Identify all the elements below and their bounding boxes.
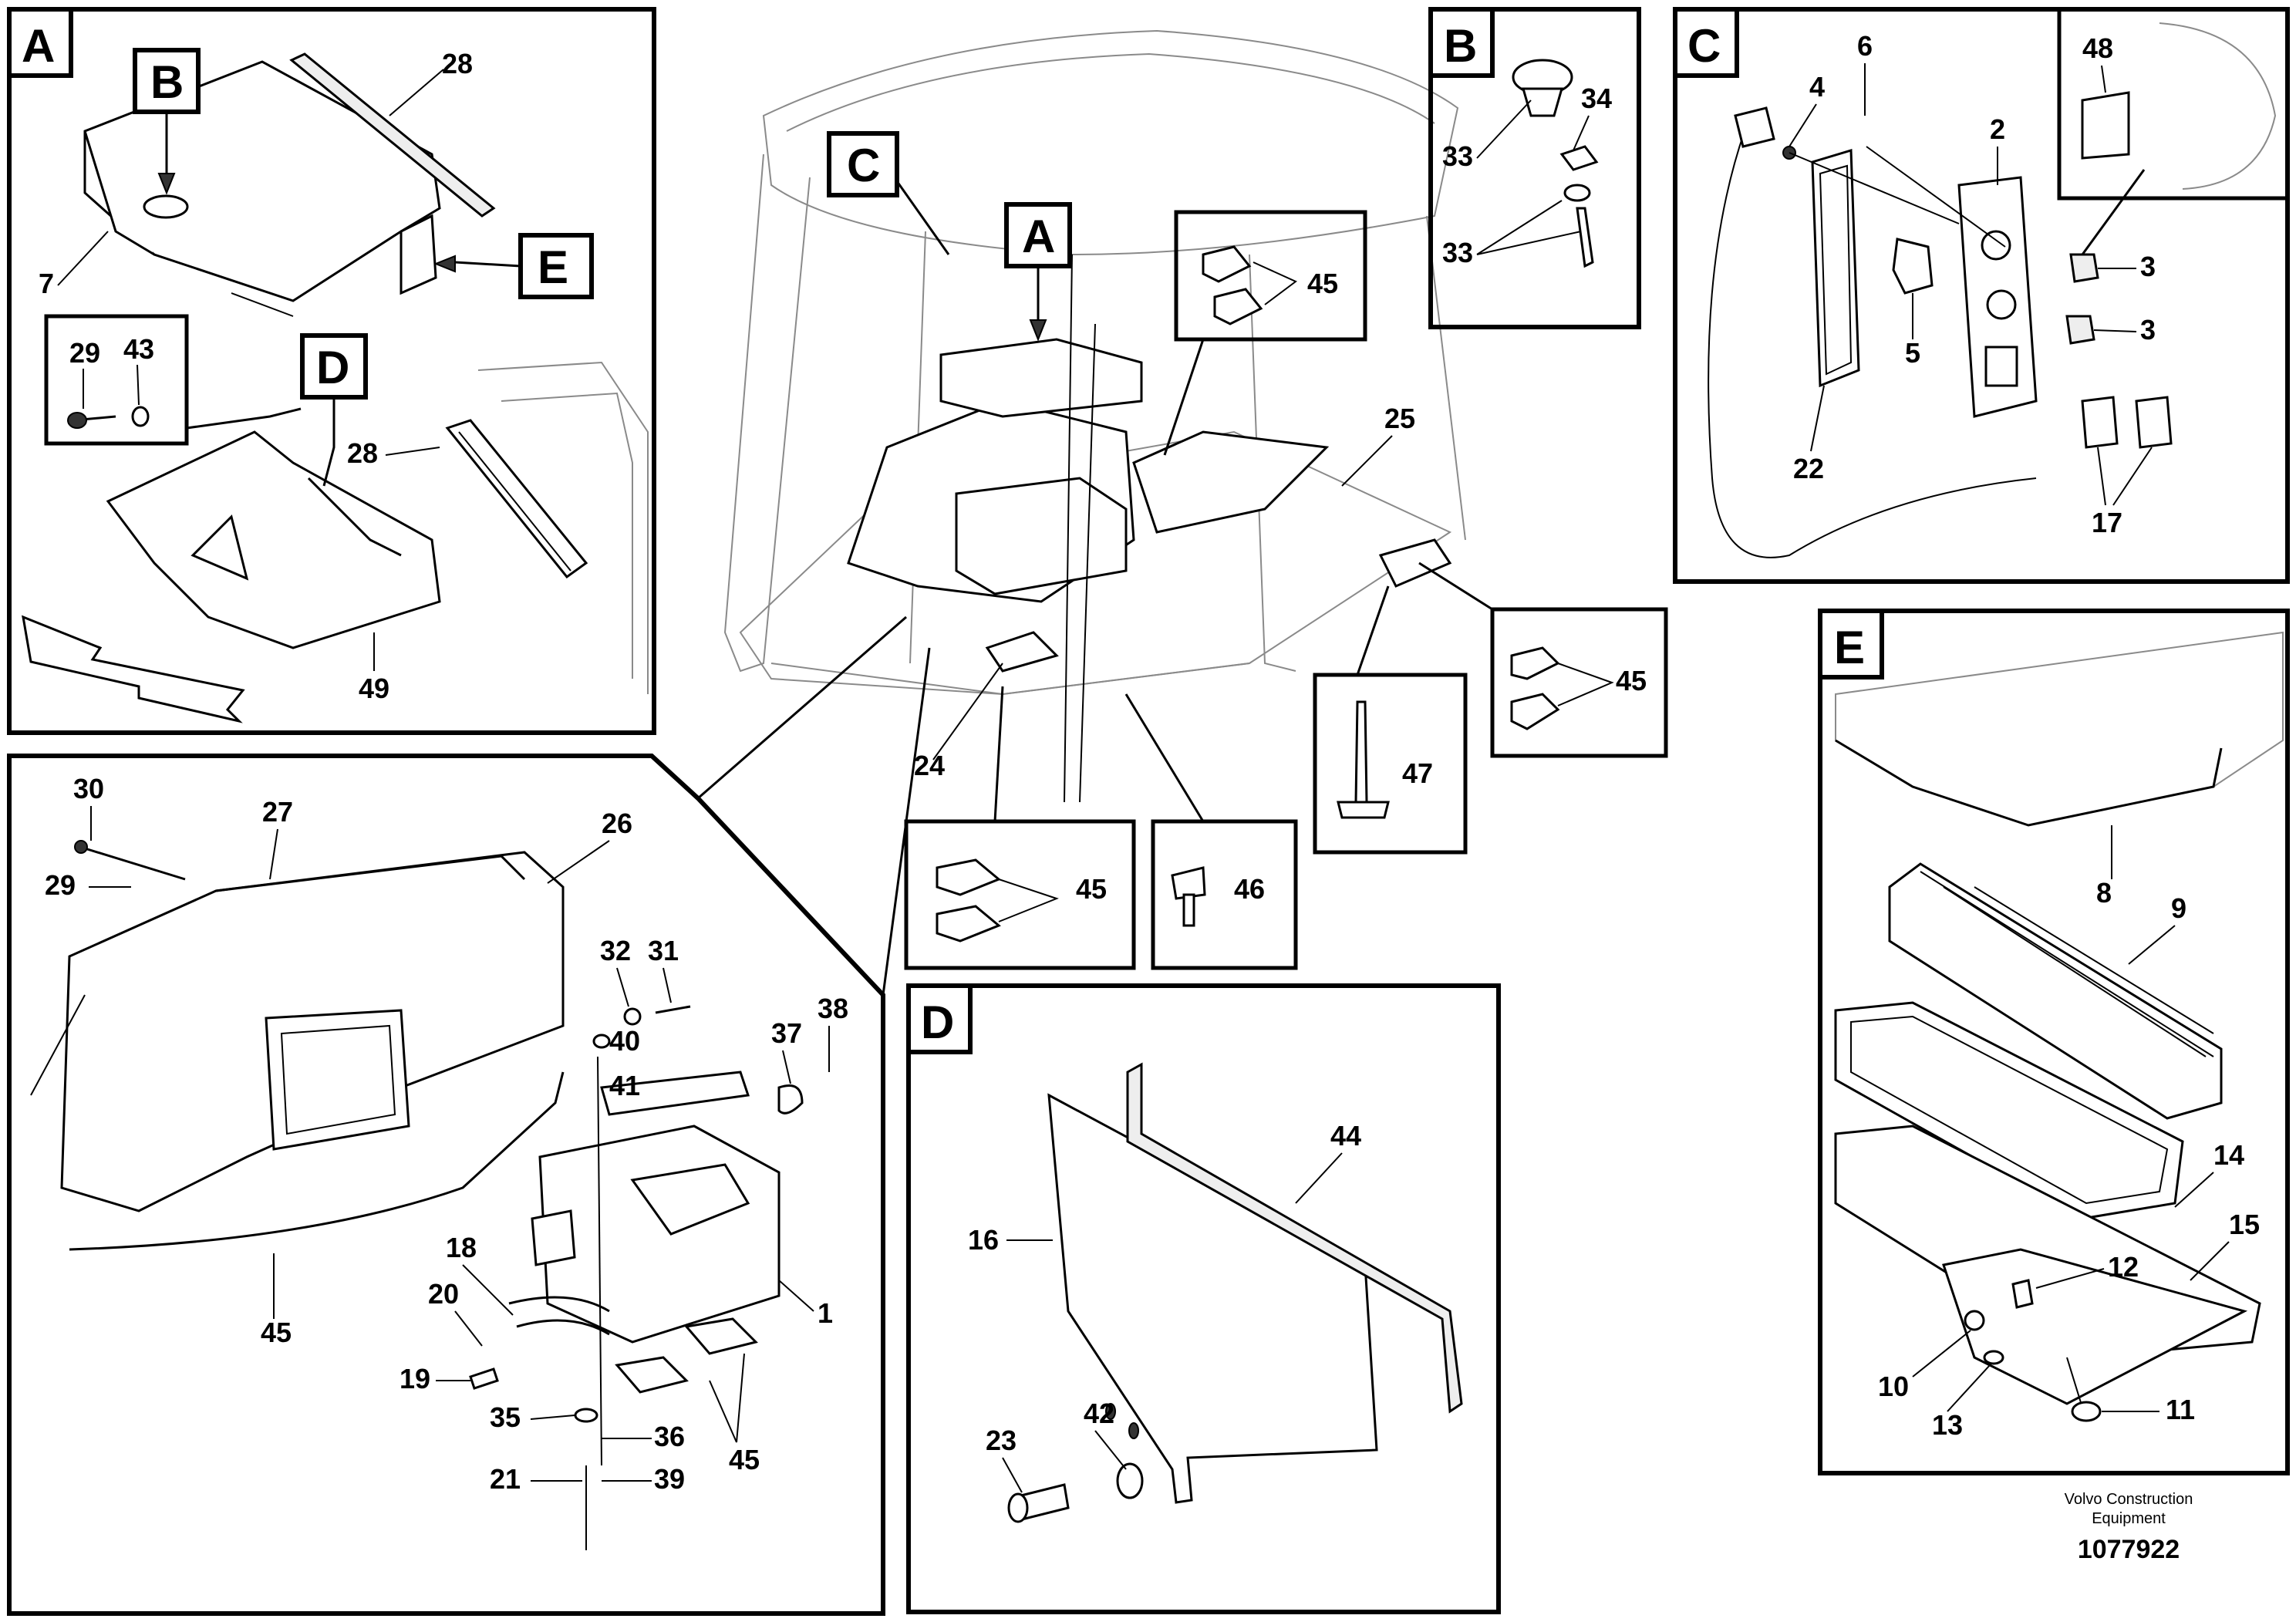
- part-30: 30: [73, 773, 104, 804]
- footer: Volvo Construction Equipment 1077922: [2065, 1491, 2193, 1564]
- part-7: 7: [39, 268, 54, 299]
- part-6: 6: [1857, 30, 1873, 62]
- part-41: 41: [609, 1070, 640, 1101]
- panel-d-label: D: [921, 996, 954, 1048]
- panel-e-label: E: [1834, 622, 1865, 673]
- part-9: 9: [2171, 892, 2186, 924]
- panel-a-label: A: [22, 20, 55, 72]
- part-10: 10: [1878, 1371, 1909, 1402]
- panel-c: C 48 6 4 2 3: [1673, 7, 2290, 584]
- part-26: 26: [602, 808, 632, 839]
- part-23: 23: [986, 1425, 1017, 1456]
- part-24: 24: [914, 750, 945, 781]
- callout-d: D: [316, 342, 349, 393]
- detail-heater-unit: 30 27 26 29 32 31 38 37 40 41 18 1 20 19…: [7, 615, 931, 1616]
- part-33-top: 33: [1442, 140, 1473, 172]
- part-32: 32: [600, 935, 631, 966]
- part-22: 22: [1793, 453, 1824, 484]
- part-15: 15: [2229, 1209, 2260, 1240]
- panel-b-label: B: [1444, 20, 1477, 72]
- callout-a: A: [1022, 211, 1055, 262]
- part-8: 8: [2096, 877, 2112, 909]
- drawing-number: 1077922: [2078, 1535, 2180, 1564]
- part-34: 34: [1581, 83, 1612, 114]
- part-2: 2: [1990, 113, 2005, 145]
- part-17: 17: [2092, 507, 2122, 538]
- panel-d: D 44 16 42 23: [906, 983, 1501, 1614]
- part-18: 18: [446, 1232, 477, 1263]
- part-29-a: 29: [69, 337, 100, 369]
- part-35: 35: [490, 1401, 521, 1433]
- panel-a: A B D E: [7, 7, 656, 735]
- callout-c: C: [847, 140, 880, 191]
- part-33-bottom: 33: [1442, 237, 1473, 268]
- part-11: 11: [2166, 1394, 2195, 1425]
- part-28-top: 28: [442, 48, 473, 79]
- part-48: 48: [2082, 32, 2113, 64]
- panel-e: E 8 9 14 15 12 10 13 11: [1818, 609, 2290, 1475]
- callout-e: E: [538, 241, 568, 293]
- part-20: 20: [428, 1278, 459, 1310]
- callout-b: B: [150, 56, 184, 108]
- part-21: 21: [490, 1463, 521, 1495]
- part-46: 46: [1234, 873, 1265, 905]
- part-5: 5: [1905, 337, 1920, 369]
- company-name-line2: Equipment: [2092, 1510, 2166, 1527]
- part-42: 42: [1084, 1398, 1114, 1429]
- part-16: 16: [968, 1224, 999, 1256]
- part-39: 39: [654, 1463, 685, 1495]
- main-cab-assembly: C A 45 25 45 24 47: [723, 29, 1668, 970]
- part-25: 25: [1384, 403, 1415, 434]
- part-1: 1: [818, 1297, 833, 1329]
- part-4: 4: [1809, 71, 1825, 103]
- part-3-top: 3: [2140, 251, 2156, 282]
- part-12: 12: [2108, 1251, 2139, 1283]
- part-36: 36: [654, 1421, 685, 1452]
- panel-b: B 34 33 33: [1428, 7, 1641, 329]
- part-37: 37: [771, 1017, 802, 1049]
- part-43: 43: [123, 333, 154, 365]
- part-31: 31: [648, 935, 679, 966]
- part-28-filter: 28: [347, 437, 378, 469]
- part-45-top: 45: [1307, 268, 1338, 299]
- part-44: 44: [1330, 1120, 1361, 1152]
- part-29-b: 29: [45, 869, 76, 901]
- company-name-line1: Volvo Construction: [2065, 1491, 2193, 1508]
- part-19: 19: [400, 1363, 430, 1394]
- part-27: 27: [262, 796, 293, 828]
- part-45-right: 45: [1616, 665, 1647, 696]
- part-45-bottom: 45: [1076, 873, 1107, 905]
- part-45-seal: 45: [261, 1317, 292, 1348]
- panel-c-label: C: [1687, 20, 1721, 72]
- part-14: 14: [2213, 1139, 2244, 1171]
- part-13: 13: [1932, 1409, 1963, 1441]
- part-45-gaskets: 45: [729, 1444, 760, 1475]
- part-38: 38: [818, 993, 848, 1024]
- part-47: 47: [1402, 757, 1433, 789]
- part-49: 49: [359, 673, 389, 704]
- part-40: 40: [609, 1025, 640, 1057]
- part-3-bottom: 3: [2140, 314, 2156, 346]
